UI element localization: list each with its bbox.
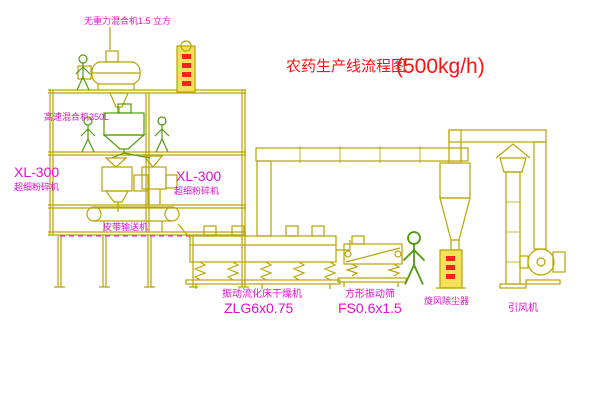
label-dryer-model: ZLG6x0.75 xyxy=(224,300,293,316)
label-sieve-name: 方形振动筛 xyxy=(345,287,395,300)
platform-frame xyxy=(48,89,249,288)
label-fan: 引风机 xyxy=(508,301,538,314)
collector-marking xyxy=(446,274,455,279)
exhaust-stack xyxy=(495,143,531,289)
label-high-speed-mixer: 高速混合机350L xyxy=(44,111,109,122)
label-mill-mid-model: XL-300 xyxy=(176,168,221,184)
belt-conveyor xyxy=(86,206,191,239)
high-speed-mixer xyxy=(102,103,146,153)
elevator-marking xyxy=(182,72,191,77)
pulverizer-left xyxy=(101,157,149,212)
collector-marking xyxy=(446,256,455,261)
collector-marking xyxy=(446,265,455,270)
induced-draft-fan xyxy=(519,248,566,285)
label-dryer-name: 振动流化床干燥机 xyxy=(222,287,302,300)
label-sieve-model: FS0.6x1.5 xyxy=(338,300,402,316)
label-mill-left-name: 超细粉碎机 xyxy=(14,181,59,192)
label-mill-left-model: XL-300 xyxy=(14,164,59,180)
label-cyclone: 旋风除尘器 xyxy=(424,295,469,306)
diagram-title: 农药生产线流程图 xyxy=(286,58,406,75)
elevator-marking xyxy=(182,63,191,68)
exhaust-duct xyxy=(255,146,469,237)
diagram-title-capacity: (500kg/h) xyxy=(396,55,485,78)
elevator-marking xyxy=(182,54,191,59)
cyclone-outlet-duct xyxy=(448,129,547,250)
label-gravity-mixer: 无重力混合机1.5 立方 xyxy=(84,15,171,26)
discharge-collector xyxy=(436,249,466,289)
label-belt-conveyor: 皮带输送机 xyxy=(103,221,148,232)
elevator-marking xyxy=(182,81,191,86)
gravity-mixer xyxy=(77,27,141,113)
bucket-elevator xyxy=(176,40,196,93)
square-sieve xyxy=(337,235,407,287)
pulverizer-mid xyxy=(141,155,178,205)
label-mill-mid-name: 超细粉碎机 xyxy=(174,185,219,196)
